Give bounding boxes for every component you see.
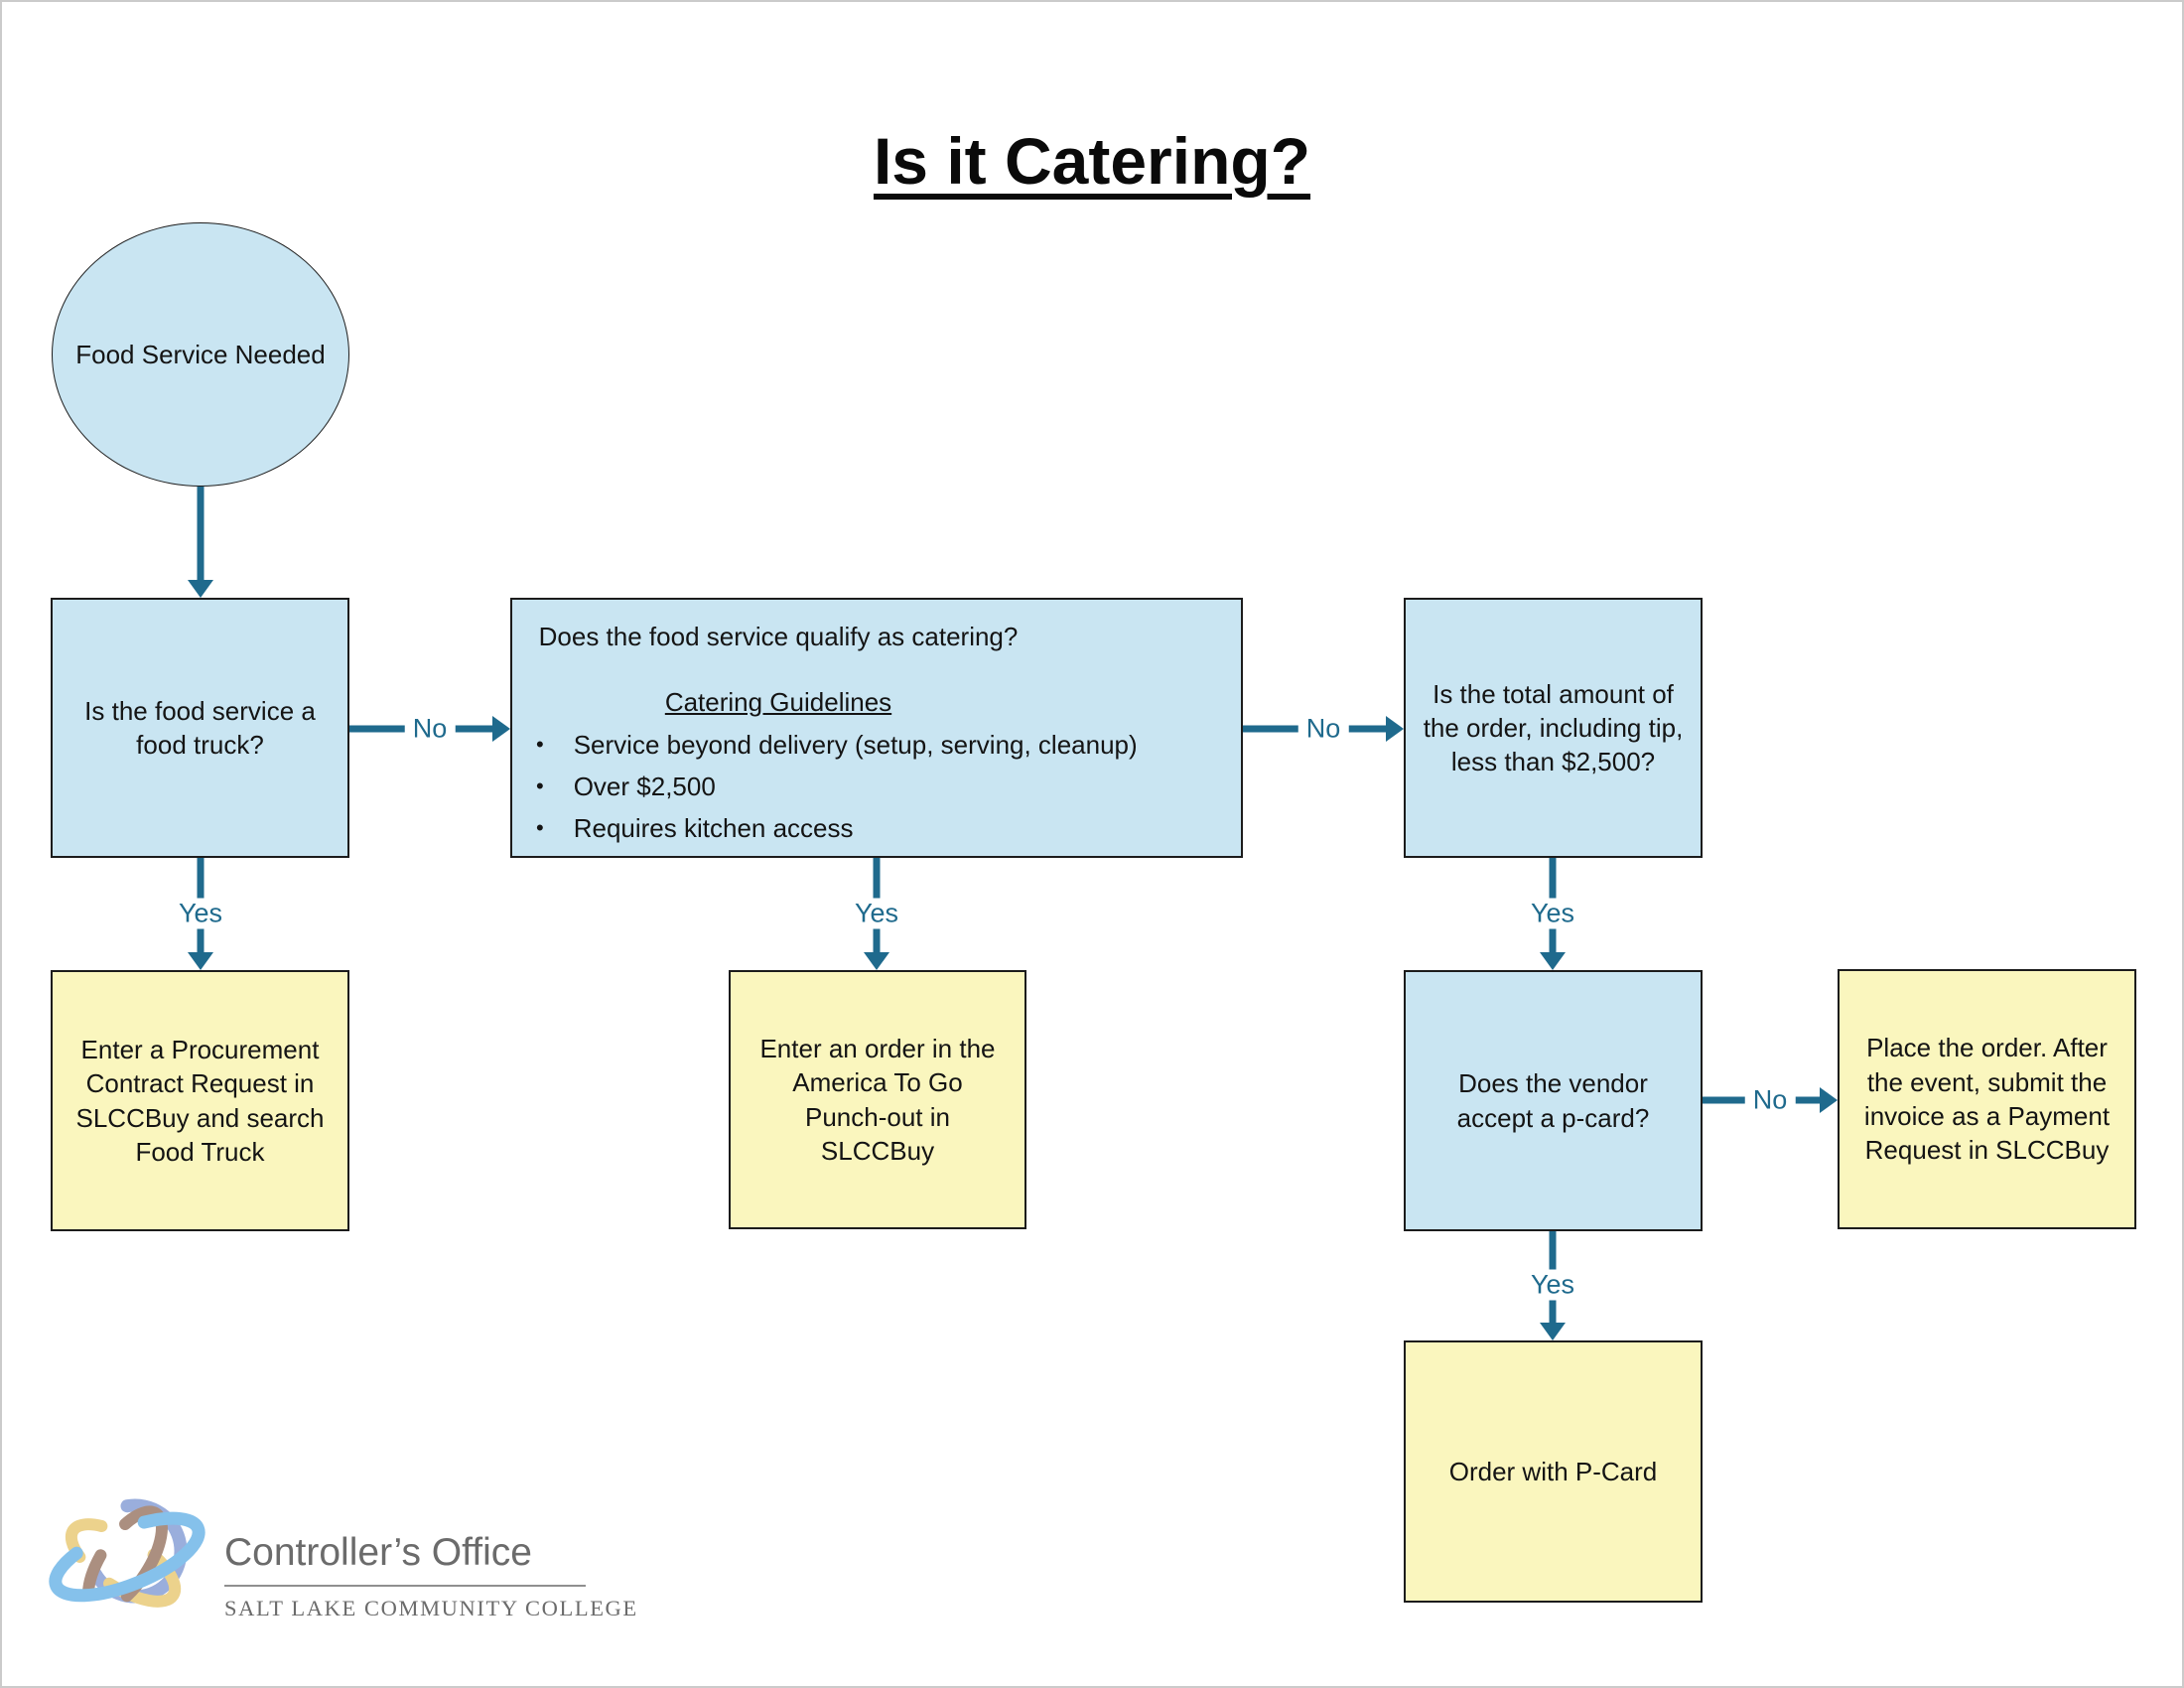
edge-label-no: No xyxy=(1297,713,1349,745)
arrowhead-right-icon xyxy=(1386,716,1404,742)
footer-college-name: SALT LAKE COMMUNITY COLLEGE xyxy=(224,1596,638,1620)
bullet-icon: • xyxy=(536,773,544,798)
arrowhead-down-icon xyxy=(1540,1323,1566,1340)
arrowhead-down-icon xyxy=(1540,952,1566,970)
node-food-truck-label: Is the food service a food truck? xyxy=(84,695,316,760)
arrowhead-right-icon xyxy=(492,716,510,742)
bullet-icon: • xyxy=(536,815,544,841)
node-total-amount-label: Is the total amount of the order, includ… xyxy=(1423,678,1684,777)
node-place-order-label: Place the order. After the event, submit… xyxy=(1863,1033,2111,1166)
node-start: Food Service Needed xyxy=(52,222,349,487)
qualify-question: Does the food service qualify as caterin… xyxy=(538,622,1019,651)
edge-label-yes: Yes xyxy=(170,898,231,929)
node-america-to-go: Enter an order in the America To Go Punc… xyxy=(729,970,1026,1229)
node-place-order: Place the order. After the event, submit… xyxy=(1838,969,2136,1229)
slcc-globe-logo-icon xyxy=(49,1498,205,1617)
arrowhead-down-icon xyxy=(188,580,213,598)
arrow-start-to-food-truck xyxy=(188,487,213,598)
arrow-shaft xyxy=(197,487,205,582)
guideline-text: Requires kitchen access xyxy=(573,813,854,844)
node-procurement-contract: Enter a Procurement Contract Request in … xyxy=(51,970,349,1231)
footer-text-block: Controller’s Office SALT LAKE COMMUNITY … xyxy=(224,1531,638,1621)
guideline-text: Service beyond delivery (setup, serving,… xyxy=(573,729,1138,760)
arrowhead-down-icon xyxy=(188,952,213,970)
page-title: Is it Catering? xyxy=(873,124,1311,198)
edge-label-no: No xyxy=(1744,1084,1796,1116)
arrowhead-right-icon xyxy=(1820,1087,1838,1113)
node-vendor-pcard: Does the vendor accept a p-card? xyxy=(1404,970,1703,1231)
node-food-truck: Is the food service a food truck? xyxy=(51,598,349,858)
edge-label-yes: Yes xyxy=(846,898,907,929)
guideline-item: • Over $2,500 xyxy=(536,770,1231,803)
edge-label-yes: Yes xyxy=(1522,898,1583,929)
node-order-pcard: Order with P-Card xyxy=(1404,1340,1703,1603)
guideline-item: • Requires kitchen access xyxy=(536,811,1231,845)
bullet-icon: • xyxy=(536,731,544,757)
node-qualify-catering: Does the food service qualify as caterin… xyxy=(510,598,1243,858)
node-procurement-label: Enter a Procurement Contract Request in … xyxy=(75,1034,325,1167)
arrowhead-down-icon xyxy=(864,952,889,970)
guideline-item: • Service beyond delivery (setup, servin… xyxy=(536,728,1231,762)
node-vendor-pcard-label: Does the vendor accept a p-card? xyxy=(1456,1068,1650,1133)
slcc-logo: Controller’s Office SALT LAKE COMMUNITY … xyxy=(46,1485,638,1630)
footer-divider xyxy=(224,1585,586,1587)
node-order-pcard-label: Order with P-Card xyxy=(1448,1456,1658,1486)
qualify-guidelines-heading: Catering Guidelines xyxy=(664,687,892,718)
edge-label-no: No xyxy=(404,713,456,745)
node-america-to-go-label: Enter an order in the America To Go Punc… xyxy=(759,1033,996,1166)
qualify-guidelines-list: • Service beyond delivery (setup, servin… xyxy=(520,728,1231,846)
node-start-label: Food Service Needed xyxy=(75,339,326,369)
node-total-amount: Is the total amount of the order, includ… xyxy=(1404,598,1703,858)
edge-label-yes: Yes xyxy=(1522,1269,1583,1301)
guideline-text: Over $2,500 xyxy=(573,771,716,801)
footer-office-name: Controller’s Office xyxy=(224,1531,532,1574)
